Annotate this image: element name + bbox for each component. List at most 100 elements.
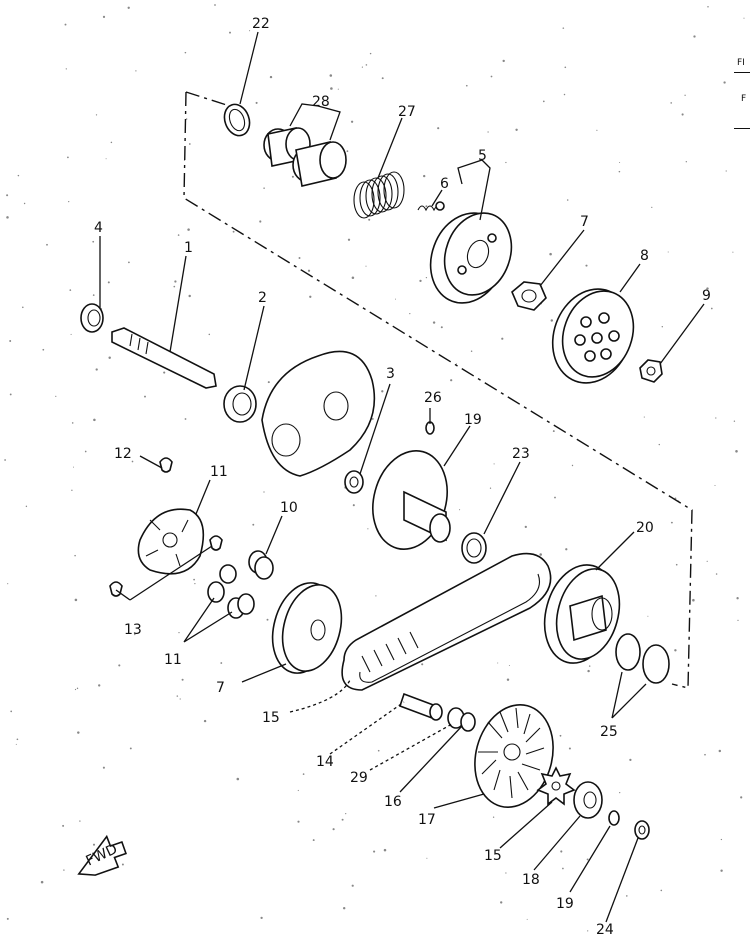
speck [409, 312, 411, 315]
speck [725, 170, 727, 172]
speck [587, 930, 589, 932]
speck [345, 813, 347, 815]
part-label: 9 [702, 288, 711, 304]
movable-sheave-drawing [271, 582, 343, 674]
spring-seat-drawing [263, 127, 347, 187]
bearing-drawing [223, 385, 257, 423]
speck [693, 35, 696, 38]
part-label: 13 [124, 622, 142, 638]
part-label: 10 [280, 500, 298, 516]
speck [4, 459, 6, 461]
speck [524, 525, 527, 529]
fwd-arrow-icon [77, 834, 127, 876]
speck [71, 489, 73, 491]
speck [129, 747, 132, 750]
speck [562, 867, 564, 870]
primary-shaft-drawing [111, 327, 217, 389]
speck [92, 294, 95, 296]
speck [134, 633, 136, 636]
part-label: 4 [94, 220, 103, 236]
o-ring-drawings [615, 633, 670, 684]
speck [110, 141, 113, 144]
speck [232, 230, 235, 233]
part-label: 17 [418, 812, 436, 828]
speck [121, 863, 124, 866]
speck [330, 87, 333, 90]
part-label: 24 [596, 922, 614, 938]
speck [267, 381, 270, 384]
speck [93, 418, 96, 422]
speck [65, 68, 67, 70]
speck [174, 280, 177, 283]
speck [559, 734, 562, 737]
speck [260, 916, 263, 920]
speck [297, 789, 299, 792]
speck [681, 113, 684, 116]
speck [707, 5, 709, 8]
part-label: 19 [556, 896, 574, 912]
speck [193, 578, 195, 581]
speck [102, 15, 106, 18]
speck [715, 417, 717, 419]
speck [585, 264, 588, 267]
secondary-fixed-sheave-drawing [372, 450, 451, 550]
speck [568, 747, 571, 750]
speck [6, 194, 9, 197]
speck [107, 281, 110, 284]
part-label: 1 [184, 240, 193, 256]
speck [670, 521, 673, 524]
speck [660, 889, 663, 892]
oil-seal-top-drawing [223, 103, 251, 137]
speck [102, 766, 105, 769]
speck [421, 663, 424, 666]
speck [77, 731, 80, 734]
speck [365, 265, 367, 267]
speck [618, 170, 621, 173]
speck [455, 363, 458, 365]
speck [23, 202, 26, 205]
compression-spring-drawing [353, 171, 405, 219]
speck [542, 100, 545, 103]
part-label: 2 [258, 290, 267, 306]
oil-seal-4-drawing [80, 303, 104, 333]
speck [670, 102, 673, 104]
speck [55, 395, 57, 397]
speck [176, 695, 179, 697]
speck [651, 206, 653, 209]
speck [684, 94, 686, 96]
speck [571, 464, 574, 467]
speck [183, 159, 186, 161]
weight-drawings [207, 550, 274, 619]
speck [706, 560, 708, 562]
part-number-labels: 22 28 27 5 6 7 8 9 4 1 2 3 26 19 23 12 1… [84, 16, 711, 938]
speck [269, 75, 273, 79]
speck [118, 664, 121, 667]
speck [178, 631, 180, 634]
speck [647, 615, 649, 617]
speck [492, 816, 495, 818]
speck [714, 484, 716, 487]
speck [181, 678, 184, 681]
part-label: 6 [440, 176, 449, 192]
speck [550, 319, 554, 322]
speck [506, 678, 510, 681]
speck [365, 64, 368, 66]
speck [735, 450, 738, 453]
speck [505, 872, 507, 874]
speck [369, 52, 372, 55]
speck [371, 417, 374, 420]
speck [500, 901, 503, 904]
washer-20-drawing [608, 810, 620, 826]
case-bracket-drawing [261, 350, 376, 477]
edge-text-f: F [741, 94, 747, 104]
speck [497, 662, 499, 664]
speck [298, 257, 301, 259]
speck [588, 665, 591, 667]
clutch-housing-drawing [551, 288, 635, 384]
speck [381, 390, 384, 393]
speck [733, 420, 736, 422]
scan-texture [4, 4, 745, 932]
assembly-boundary [183, 91, 693, 689]
speck [667, 251, 669, 253]
speck [674, 649, 677, 652]
